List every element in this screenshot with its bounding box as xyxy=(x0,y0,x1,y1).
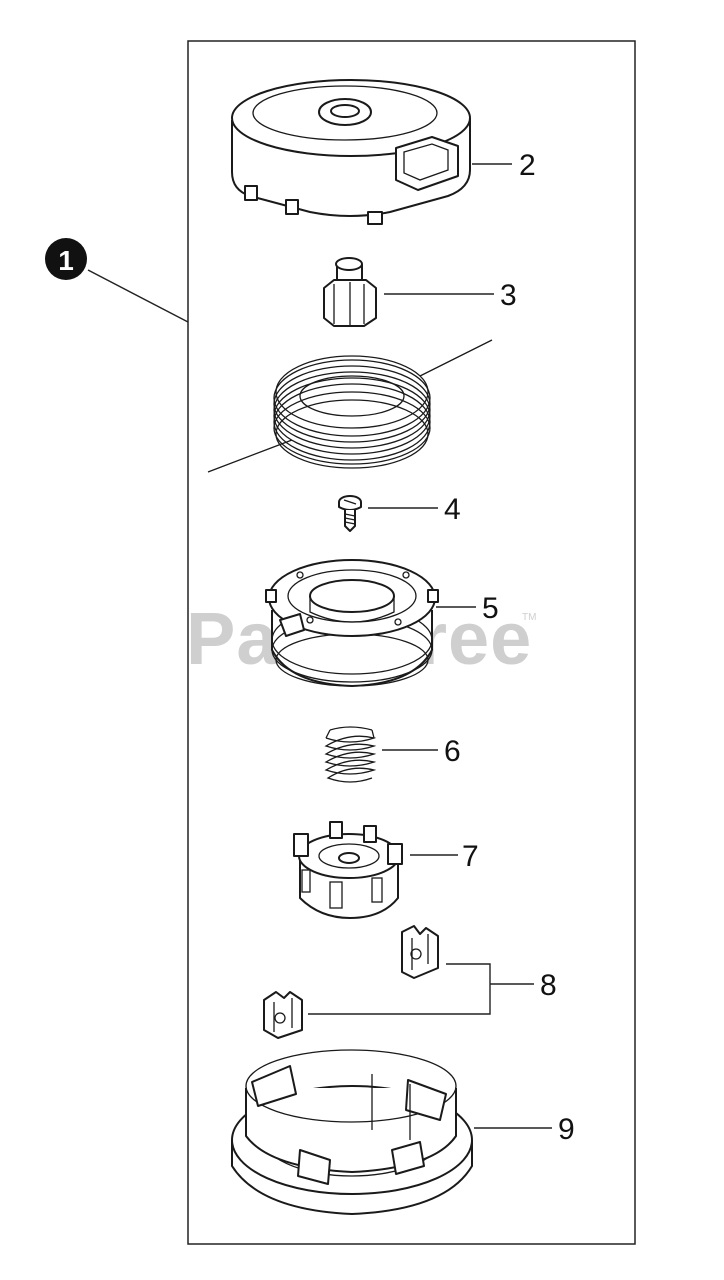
diagram-frame xyxy=(187,40,636,1245)
trimmer-line-coil[interactable] xyxy=(207,339,493,473)
assembly-callout[interactable]: 1 xyxy=(45,238,189,323)
callout-5-label: 5 xyxy=(482,592,499,625)
callout-6[interactable]: 6 xyxy=(382,735,461,768)
callout-6-label: 6 xyxy=(444,735,461,768)
callout-3-label: 3 xyxy=(500,279,517,312)
callout-5[interactable]: 5 xyxy=(436,592,499,625)
callout-9-label: 9 xyxy=(558,1113,575,1146)
assembly-callout-label: 1 xyxy=(58,245,74,276)
part-base-housing[interactable] xyxy=(231,1049,473,1215)
callout-7[interactable]: 7 xyxy=(410,840,479,873)
callout-2-label: 2 xyxy=(519,149,536,182)
part-clip-lower[interactable] xyxy=(263,991,303,1039)
part-cover[interactable] xyxy=(231,79,471,225)
part-spool[interactable] xyxy=(265,559,439,687)
watermark-trademark: TM xyxy=(522,612,536,623)
callout-8-label: 8 xyxy=(540,969,557,1002)
callout-2[interactable]: 2 xyxy=(472,149,536,182)
part-screw[interactable] xyxy=(338,495,362,532)
callout-4-label: 4 xyxy=(444,493,461,526)
callout-8[interactable]: 8 xyxy=(308,963,557,1015)
part-clip-upper[interactable] xyxy=(401,925,439,979)
callout-9[interactable]: 9 xyxy=(474,1113,575,1146)
callout-4[interactable]: 4 xyxy=(368,493,461,526)
part-spring[interactable] xyxy=(324,726,377,783)
callout-3[interactable]: 3 xyxy=(384,279,517,312)
callout-7-label: 7 xyxy=(462,840,479,873)
part-hub[interactable] xyxy=(293,821,403,919)
part-adapter-nut[interactable] xyxy=(323,257,377,327)
